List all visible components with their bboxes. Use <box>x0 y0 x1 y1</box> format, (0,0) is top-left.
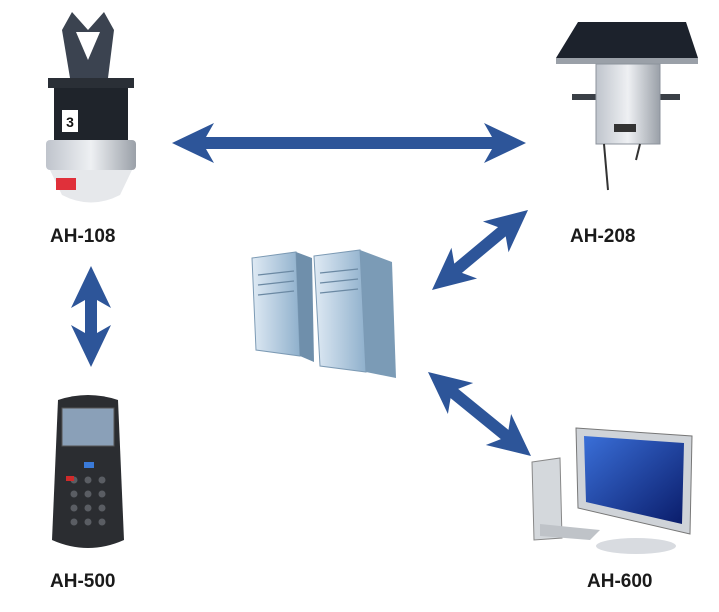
arrow-server-ah208 <box>432 210 528 290</box>
ah208-label: AH-208 <box>570 226 636 247</box>
ah208-solar-unit-icon <box>556 22 698 191</box>
ah108-tag: 3 <box>66 114 74 130</box>
arrow-ah108-ah208 <box>172 123 526 163</box>
ah600-label: AH-600 <box>587 571 653 592</box>
arrow-ah108-ah500 <box>71 266 111 367</box>
ah500-label: AH-500 <box>50 571 116 592</box>
ah500-handheld-icon <box>52 395 124 548</box>
server-icon <box>251 249 396 378</box>
ah108-lantern-icon: 3 <box>46 12 136 203</box>
ah108-label: AH-108 <box>50 226 116 247</box>
ah600-computer-icon <box>531 427 693 554</box>
arrow-server-ah600 <box>428 372 531 456</box>
